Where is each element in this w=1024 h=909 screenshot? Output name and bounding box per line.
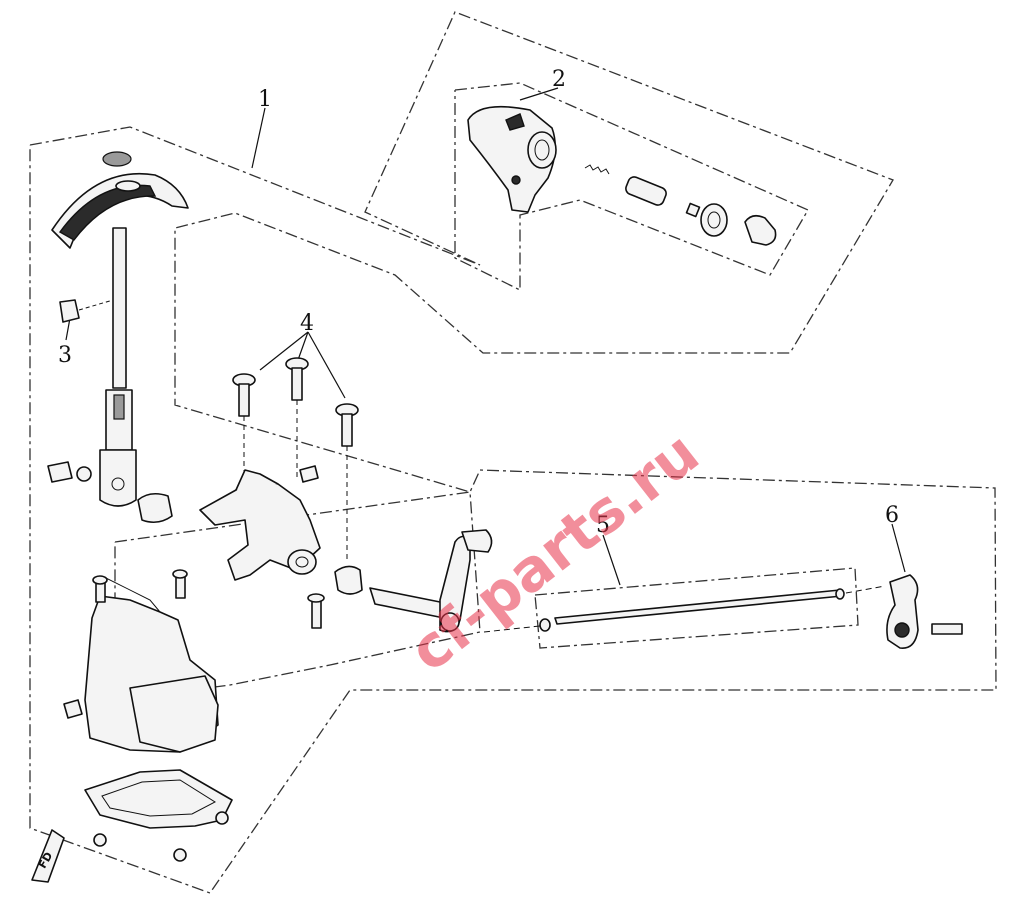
knob-button <box>744 214 777 246</box>
plate-nut-3 <box>215 811 229 825</box>
lever-shaft <box>112 227 127 389</box>
bolt-1 <box>238 383 250 417</box>
bolt-2 <box>291 367 303 401</box>
linkage-bolt <box>931 623 963 635</box>
rod-nut-right <box>835 588 845 600</box>
knob-ring <box>700 203 728 237</box>
shifter-housing <box>63 569 219 753</box>
bolt-set <box>232 357 359 560</box>
bolt-3 <box>341 413 353 447</box>
bracket-bushing <box>334 565 363 595</box>
lever-bushing <box>137 492 173 524</box>
knob-plunger <box>625 176 667 206</box>
group-outline-shaft <box>114 491 481 701</box>
group-outline-knob <box>454 82 809 292</box>
group-outline-main <box>29 11 997 894</box>
knob-socket <box>527 131 557 169</box>
crank-arm <box>369 529 493 633</box>
leader-lines <box>65 87 906 586</box>
rod-nut-left <box>539 618 551 632</box>
watermark: cf-parts.ru <box>397 418 712 685</box>
shift-knob-assembly <box>467 105 777 246</box>
callout-5: 5 <box>596 513 610 538</box>
lever-cap <box>59 299 80 323</box>
callout-2: 2 <box>552 67 566 92</box>
shifter-lever-assembly <box>47 151 189 524</box>
knob-spring <box>584 164 610 175</box>
rod-body <box>554 589 843 625</box>
plate-nut-2 <box>173 848 187 862</box>
plate-nut-1 <box>93 833 107 847</box>
lever-bolt <box>47 461 73 483</box>
callout-4: 4 <box>300 311 314 336</box>
housing-cover <box>129 675 219 753</box>
bracket-pivot <box>287 549 317 575</box>
base-plate <box>84 769 233 862</box>
callout-6: 6 <box>885 503 899 528</box>
knob-logo-mark <box>505 113 525 131</box>
group-outline-rod <box>534 567 859 649</box>
shift-rod <box>483 585 886 633</box>
callout-3: 3 <box>58 343 72 368</box>
front-direction-badge: FD <box>31 829 65 883</box>
callout-labels: 1 2 3 4 5 6 <box>58 67 899 538</box>
crank-plate <box>439 535 471 633</box>
lever-grommet <box>102 151 132 167</box>
group-outlines <box>29 11 997 894</box>
shift-bracket <box>199 465 363 629</box>
linkage-end <box>886 574 963 649</box>
callout-1: 1 <box>258 87 272 112</box>
crank-pin <box>461 529 493 553</box>
